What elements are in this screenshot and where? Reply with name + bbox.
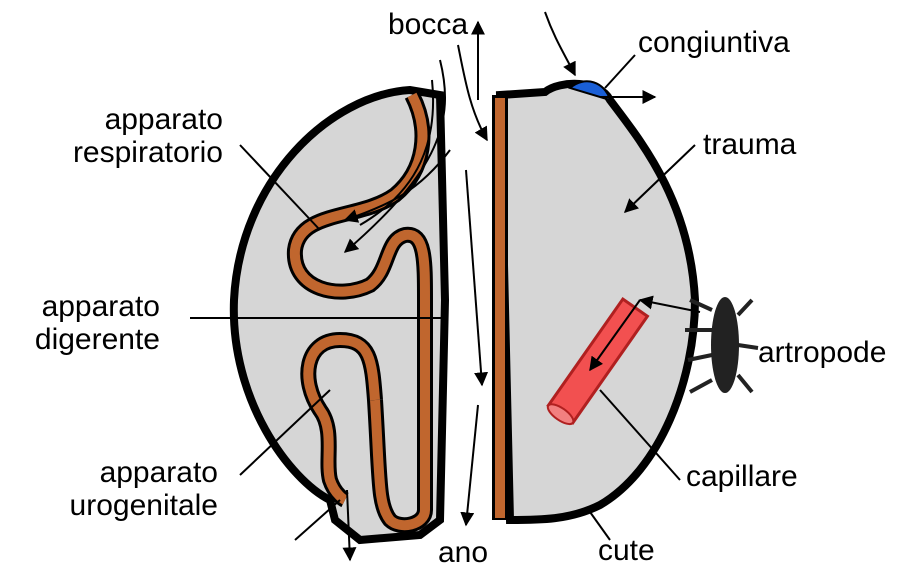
right-body-half — [500, 84, 695, 520]
label-trauma: trauma — [703, 128, 796, 161]
label-apparato-digerente-line1: apparato — [20, 290, 160, 323]
label-apparato-respiratorio-line2: respiratorio — [45, 136, 223, 169]
label-apparato-digerente-line2: digerente — [20, 323, 160, 356]
label-apparato-urogenitale: apparato urogenitale — [40, 456, 218, 522]
label-apparato-digerente: apparato digerente — [20, 290, 160, 356]
label-apparato-urogenitale-line1: apparato — [40, 456, 218, 489]
label-ano: ano — [438, 536, 488, 569]
bocca-arrow-in — [458, 45, 487, 140]
label-apparato-urogenitale-line2: urogenitale — [40, 489, 218, 522]
label-cute: cute — [598, 534, 655, 567]
label-capillare: capillare — [686, 460, 798, 493]
ano-arrow — [466, 405, 478, 525]
label-apparato-respiratorio: apparato respiratorio — [45, 103, 223, 169]
congiuntiva-arrow-in — [545, 12, 575, 75]
label-artropode: artropode — [758, 336, 886, 369]
label-congiuntiva: congiuntiva — [638, 26, 790, 59]
label-bocca: bocca — [388, 8, 468, 41]
label-apparato-respiratorio-line1: apparato — [45, 103, 223, 136]
digerente-arrow-down — [466, 170, 482, 385]
